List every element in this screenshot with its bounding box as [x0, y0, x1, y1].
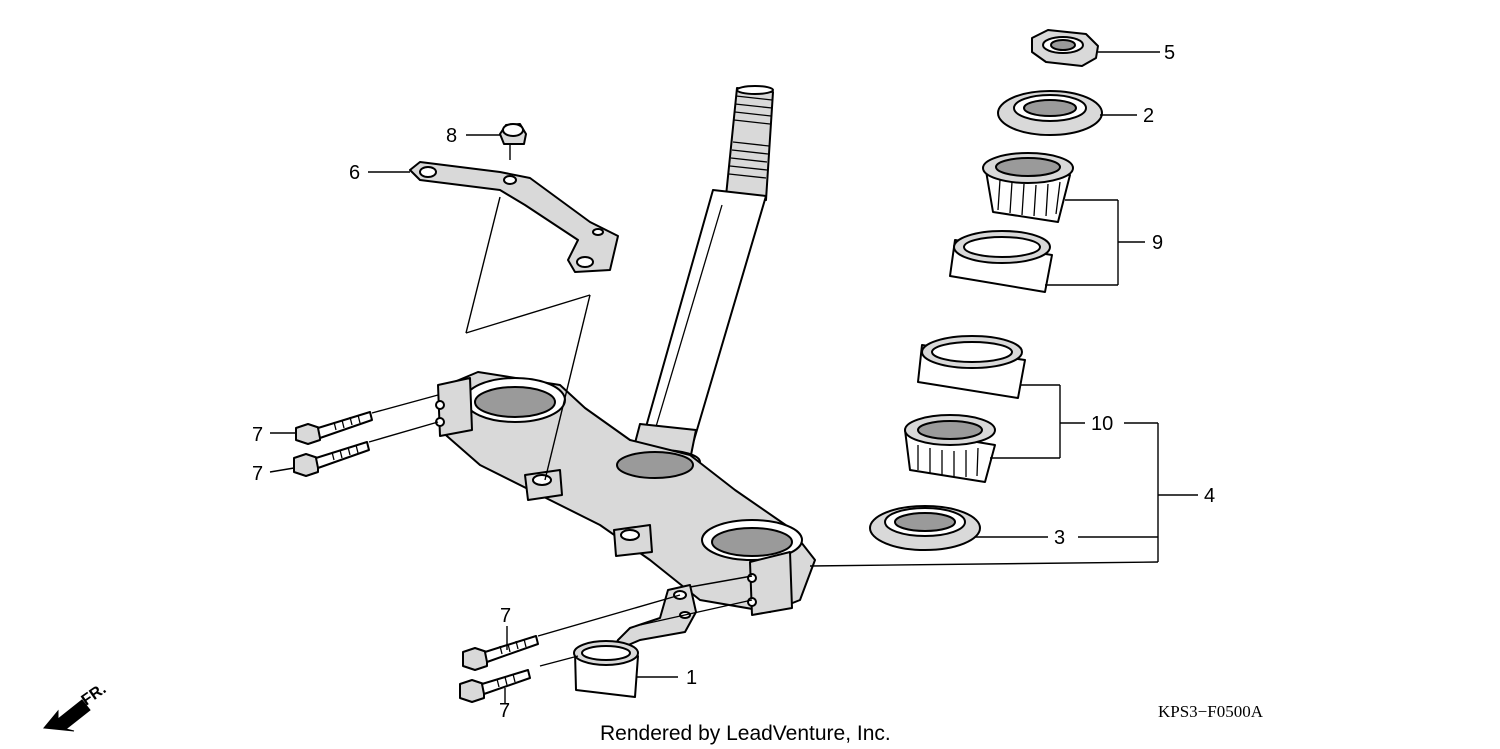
callout-4: 4: [1204, 485, 1215, 507]
callout-8: 8: [446, 125, 457, 147]
callout-6: 6: [349, 162, 360, 184]
part-6-bracket[interactable]: [409, 161, 619, 273]
bolt-7-upper-bottom[interactable]: [462, 635, 539, 671]
leader-lines: [269, 51, 1198, 704]
callout-7-c: 7: [500, 605, 511, 627]
diagram-code: KPS3−F0500A: [1158, 702, 1264, 721]
callout-2: 2: [1143, 105, 1154, 127]
bottom-bridge[interactable]: [435, 371, 816, 616]
steering-stem-shaft[interactable]: [619, 85, 774, 475]
part-2-dust-seal[interactable]: [997, 90, 1103, 136]
bolt-7-lower-bottom[interactable]: [459, 669, 531, 703]
part-3-lower-dust-seal[interactable]: [869, 505, 981, 551]
callout-5: 5: [1164, 42, 1175, 64]
bolt-7-upper-left[interactable]: [295, 411, 373, 445]
part-8-cap-nut[interactable]: [499, 123, 527, 145]
callout-3: 3: [1054, 527, 1065, 549]
callout-7-d: 7: [499, 700, 510, 722]
callout-7-b: 7: [252, 463, 263, 485]
credit-text: Rendered by LeadVenture, Inc.: [600, 722, 891, 745]
part-1-cable-guide[interactable]: [573, 584, 697, 698]
callout-9: 9: [1152, 232, 1163, 254]
front-direction-indicator: FR.: [43, 681, 109, 732]
callout-1: 1: [686, 667, 697, 689]
callout-7-a: 7: [252, 424, 263, 446]
assembly-lines: [368, 145, 1159, 667]
front-arrow-icon: [43, 699, 91, 732]
callout-10: 10: [1091, 413, 1113, 435]
part-10-lower-bearing[interactable]: [904, 335, 1026, 483]
bolt-7-lower-left[interactable]: [293, 441, 370, 477]
part-5-lock-nut[interactable]: [1031, 29, 1099, 67]
part-9-upper-bearing[interactable]: [949, 152, 1074, 293]
